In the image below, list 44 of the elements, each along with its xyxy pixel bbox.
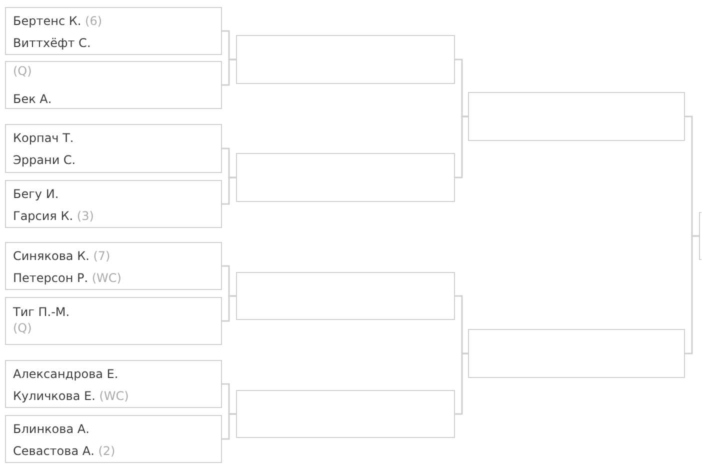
seed-label: (3) [76,209,94,223]
match-box [5,415,222,463]
player-name: Эррани С. [13,153,76,167]
match-box [5,360,222,408]
bracket-line [455,116,468,178]
match-box [5,61,222,109]
player-name: Блинкова А. [13,422,90,436]
player-name: Тиг П.-М. [13,305,70,319]
player-name: Корпач Т. [13,131,74,145]
seed-label: (WC) [92,271,122,285]
player-name: Александрова Е. [13,367,118,381]
bracket-line [222,295,236,322]
player-name: Синякова К. [13,249,90,263]
player-name: Бегу И. [13,187,59,201]
player-name: Севастова А. [13,444,94,458]
match-box [5,180,222,228]
bracket-line [222,176,236,205]
seed-label: (2) [98,444,116,458]
player-name: Бек А. [13,92,52,106]
match-box [236,272,455,320]
match-box [5,242,222,290]
bracket-line [222,413,236,440]
bracket-line [455,352,468,415]
match-box [236,35,455,84]
match-box [5,7,222,55]
player-name: Гарсия К. [13,209,74,223]
seed-label: (7) [93,249,110,263]
player-name: Бертенс К. [13,14,82,28]
match-box [236,153,455,202]
player-name: Петерсон Р. [13,271,88,285]
seed-label: (6) [85,14,102,28]
seed-label: (WC) [99,389,129,403]
player-name: Куличкова Е. [13,389,96,403]
match-box [468,329,685,378]
match-box [468,92,685,141]
seed-label: (Q) [13,64,32,78]
match-box [236,390,455,438]
seed-label: (Q) [13,321,32,335]
bracket-line [685,235,699,354]
player-name: Виттхёфт С. [13,36,91,50]
bracket-line [222,58,236,86]
match-box [5,124,222,173]
match-box [5,297,222,345]
match-box [699,212,702,260]
